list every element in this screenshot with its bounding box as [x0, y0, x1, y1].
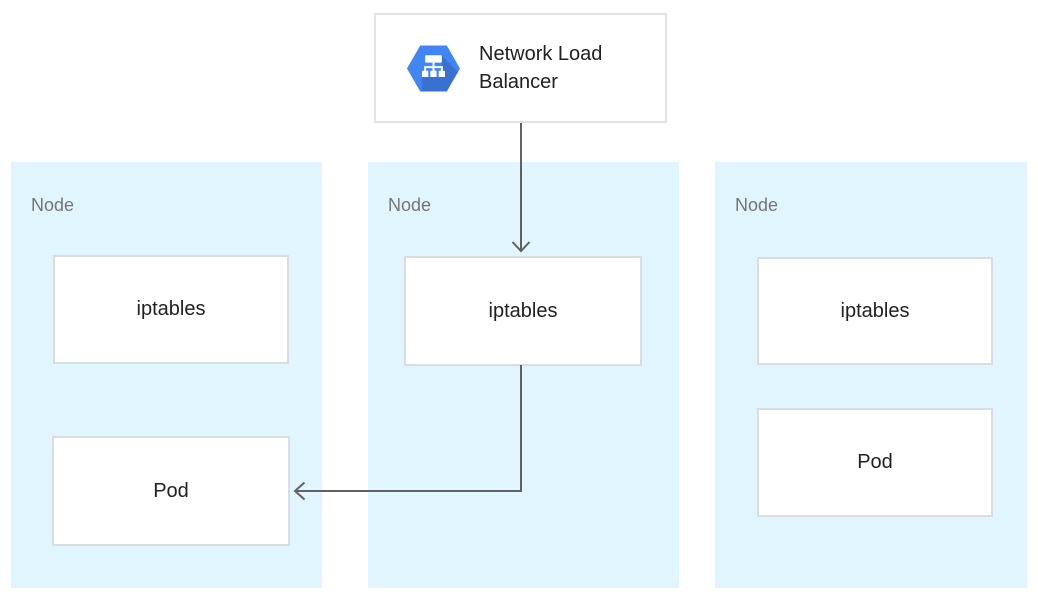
node-1-label: Node	[31, 195, 75, 215]
network-load-balancer-icon	[406, 45, 461, 91]
node-3-pod-box: Pod	[757, 408, 993, 517]
node-1-iptables-box: iptables	[53, 255, 289, 364]
node-3-iptables-box: iptables	[757, 257, 993, 365]
node-2-iptables-box: iptables	[404, 256, 642, 366]
network-load-balancer-box: Network Load Balancer	[374, 13, 667, 123]
node-panel-3: Node	[715, 162, 1027, 588]
node-3-label: Node	[735, 195, 779, 215]
network-load-balancer-label: Network Load Balancer	[479, 43, 603, 93]
node-panel-2: Node	[368, 162, 679, 588]
node-1-pod-box: Pod	[52, 436, 290, 546]
node-2-label: Node	[388, 195, 432, 215]
